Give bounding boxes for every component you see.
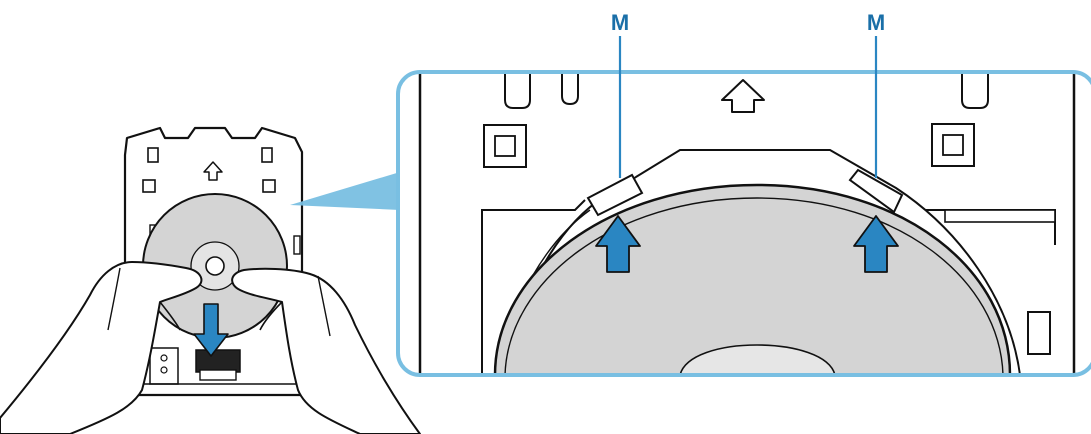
tray-side-slot	[293, 235, 301, 255]
callout-label-left: M	[611, 10, 629, 35]
zoom-square-right-inner	[942, 134, 964, 156]
right-hand-finger-line	[317, 275, 331, 337]
zoom-tab-3	[961, 72, 989, 109]
right-hand	[231, 267, 421, 434]
callout-label-right: M	[867, 10, 885, 35]
tray-latch-left	[147, 147, 159, 163]
tray-mechanism-dot-1	[160, 354, 168, 362]
tray-stopper-base	[199, 369, 237, 381]
zoom-square-left-inner	[494, 135, 516, 157]
arrow-down-icon	[193, 303, 229, 357]
zoom-projection	[290, 172, 400, 210]
tray-mechanism-left	[149, 347, 179, 385]
disc-hole	[205, 256, 225, 276]
guide-tab-right	[848, 168, 904, 214]
zoom-side-slot	[1027, 311, 1051, 355]
arrow-up-icon	[595, 215, 641, 273]
right-hand-thumb-line	[259, 301, 283, 331]
zoom-tab-1	[504, 72, 531, 109]
left-hand-thumb-line	[159, 301, 181, 331]
arrow-up-icon	[853, 215, 899, 273]
tray-direction-icon	[203, 161, 223, 181]
zoom-square-right	[931, 123, 975, 167]
tray-mechanism-dot-2	[160, 366, 168, 374]
zoom-tab-2	[561, 72, 579, 106]
left-hand	[0, 261, 203, 434]
tray-stopper	[195, 349, 241, 373]
zoom-rail-right-tab	[944, 209, 1056, 223]
tray-square-right	[262, 179, 276, 193]
tray-square-left	[142, 179, 156, 193]
zoom-rail-left	[481, 199, 586, 375]
zoom-disc-hub	[679, 344, 836, 375]
zoom-direction-icon	[721, 79, 765, 113]
zoom-disc-edge	[504, 197, 1004, 375]
guide-tab-left	[586, 173, 644, 217]
left-hand-finger-line	[107, 267, 121, 331]
tray-latch-right	[261, 147, 273, 163]
magnified-frame	[396, 70, 1091, 377]
tray-overview	[0, 126, 421, 434]
magnified-detail	[396, 70, 1091, 377]
